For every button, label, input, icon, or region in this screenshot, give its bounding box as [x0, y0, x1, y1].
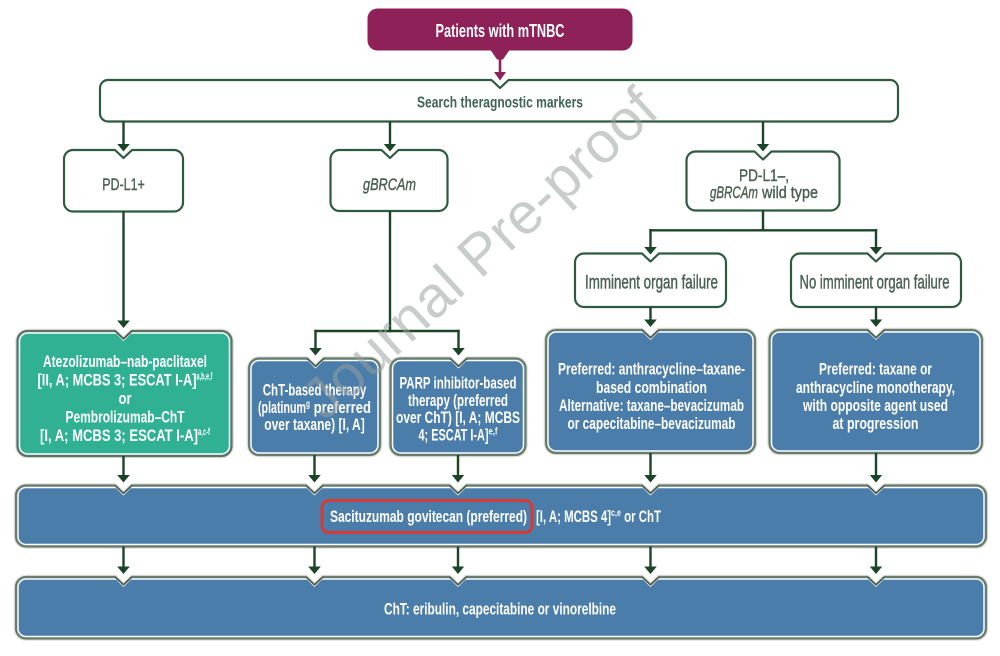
svg-text:Pembrolizumab–ChT: Pembrolizumab–ChT — [66, 409, 185, 427]
svg-text:anthracycline monotherapy,: anthracycline monotherapy, — [796, 379, 955, 397]
svg-text:Alternative: taxane–bevacizuma: Alternative: taxane–bevacizumab — [559, 397, 744, 415]
svg-text:at progression: at progression — [833, 415, 919, 433]
svg-text:Patients with mTNBC: Patients with mTNBC — [436, 21, 565, 41]
svg-text:Preferred: anthracycline–taxan: Preferred: anthracycline–taxane- — [558, 361, 745, 379]
svg-text:[II, A; MCBS 3; ESCAT I-A]a,b,: [II, A; MCBS 3; ESCAT I-A]a,b,e,f — [38, 372, 213, 390]
svg-text:based combination: based combination — [596, 379, 707, 397]
svg-text:Sacituzumab govitecan (preferr: Sacituzumab govitecan (preferred)[I, A; … — [330, 507, 661, 526]
svg-text:gBRCAm wild type: gBRCAm wild type — [710, 183, 818, 202]
svg-text:with opposite agent used: with opposite agent used — [802, 397, 948, 415]
svg-text:4; ESCAT I-A]e,f: 4; ESCAT I-A]e,f — [419, 426, 499, 444]
svg-text:Preferred: taxane or: Preferred: taxane or — [819, 361, 932, 379]
svg-text:PD-L1–,: PD-L1–, — [739, 166, 789, 185]
svg-text:Imminent organ failure: Imminent organ failure — [585, 272, 718, 294]
svg-text:ChT-based therapy: ChT-based therapy — [263, 382, 367, 400]
svg-text:gBRCAm: gBRCAm — [363, 175, 416, 194]
svg-text:Search theragnostic markers: Search theragnostic markers — [417, 95, 583, 112]
svg-text:or: or — [119, 390, 132, 408]
svg-text:or capecitabine–bevacizumab: or capecitabine–bevacizumab — [568, 415, 736, 433]
svg-text:(platinumg preferred: (platinumg preferred — [258, 399, 371, 417]
svg-text:over ChT) [I, A; MCBS: over ChT) [I, A; MCBS — [396, 409, 520, 427]
svg-text:therapy (preferred: therapy (preferred — [408, 392, 508, 410]
svg-text:over taxane) [I, A]: over taxane) [I, A] — [264, 416, 365, 434]
svg-text:ChT: eribulin, capecitabine or: ChT: eribulin, capecitabine or vinorelbi… — [384, 600, 616, 619]
svg-text:[I, A; MCBS 3; ESCAT I-A]a,c-f: [I, A; MCBS 3; ESCAT I-A]a,c-f — [40, 427, 210, 445]
svg-text:PD-L1+: PD-L1+ — [102, 175, 145, 194]
svg-text:Atezolizumab–nab-paclitaxel: Atezolizumab–nab-paclitaxel — [43, 353, 207, 371]
svg-text:No imminent organ failure: No imminent organ failure — [800, 272, 950, 294]
svg-text:PARP inhibitor-based: PARP inhibitor-based — [400, 375, 517, 393]
